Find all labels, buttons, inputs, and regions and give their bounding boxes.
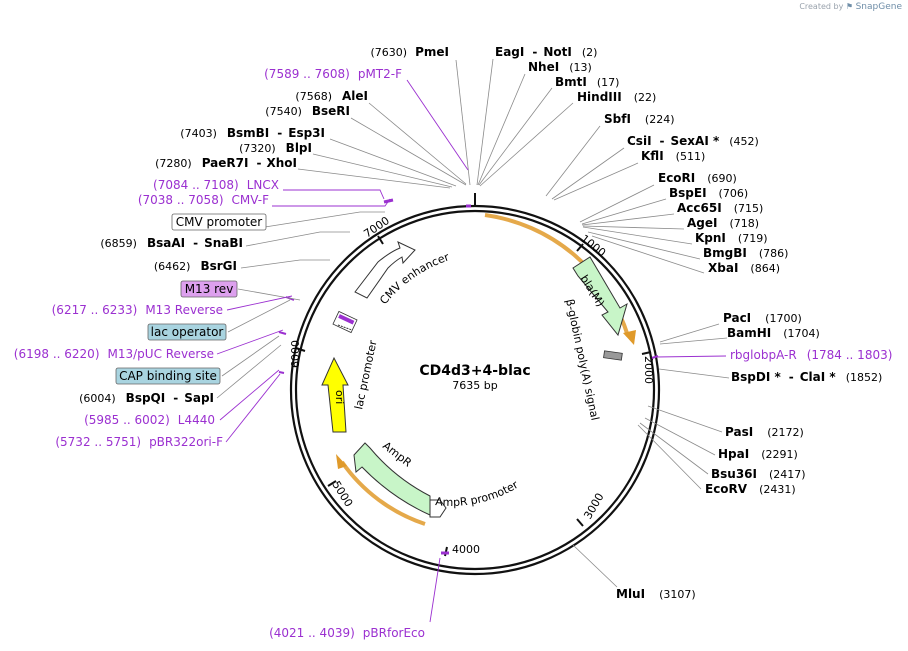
ampr-orf-arc	[340, 460, 426, 526]
site-csii-sexai[interactable]: CsiI-SexAI *(452)	[627, 134, 759, 148]
primer-pbrforeco[interactable]: (4021 .. 4039)pBRforEco	[269, 626, 425, 640]
site-eagi-noti[interactable]: EagI-NotI(2)	[495, 45, 597, 59]
plasmid-backbone	[289, 193, 661, 576]
site-bspei[interactable]: BspEI(706)	[669, 186, 748, 200]
site-ecori[interactable]: EcoRI(690)	[658, 171, 737, 185]
site-bmgbi[interactable]: BmgBI(786)	[703, 246, 788, 260]
watermark-prefix: Created by	[799, 2, 844, 11]
feature-label-ampr-promoter: AmpR promoter	[435, 478, 521, 509]
primer-m13-puc-reverse[interactable]: (6198 .. 6220)M13/pUC Reverse	[14, 347, 214, 361]
site-bsaai-snabi[interactable]: (6859)BsaAI-SnaBI	[100, 236, 243, 250]
site-pmei[interactable]: (7630)PmeI	[371, 45, 449, 59]
feature-label-ori: ori	[333, 390, 346, 404]
plasmid-name: CD4d3+4-blac	[419, 363, 530, 379]
primer-cmv-f[interactable]: (7038 .. 7058)CMV-F	[138, 193, 269, 207]
tick-label-7000: 7000	[361, 214, 391, 240]
feature-ori[interactable]: ori	[321, 356, 349, 433]
feature-box-m13-rev[interactable]: M13 rev	[180, 280, 238, 298]
site-hindiii[interactable]: HindIII(22)	[577, 90, 656, 104]
feature-cmv-enhancer[interactable]	[354, 241, 416, 299]
site-agei[interactable]: AgeI(718)	[687, 216, 759, 230]
site-hpai[interactable]: HpaI(2291)	[718, 447, 798, 461]
feature-box-cap-binding-site-label: CAP binding site	[119, 369, 217, 383]
bla-orf-arrow	[623, 330, 636, 345]
site-mlui[interactable]: MluI(3107)	[616, 587, 696, 601]
primer-lncx[interactable]: (7084 .. 7108)LNCX	[153, 178, 279, 192]
feature-lac-promoter-region[interactable]	[332, 310, 358, 334]
primer-pmt2-f[interactable]: (7589 .. 7608)pMT2-F	[264, 67, 402, 81]
feature-ampr-promoter[interactable]	[429, 499, 447, 518]
feature-globin-polya[interactable]	[603, 350, 623, 361]
site-xbai[interactable]: XbaI(864)	[708, 261, 780, 275]
primer-rbglobpa-r[interactable]: rbglobpA-R(1784 .. 1803)	[730, 348, 892, 362]
site-kfli[interactable]: KflI(511)	[641, 149, 705, 163]
site-pasi[interactable]: PasI(2172)	[725, 425, 804, 439]
feature-bla[interactable]: bla(M)	[572, 256, 628, 337]
site-bamhi[interactable]: BamHI(1704)	[727, 326, 820, 340]
site-bsrgi[interactable]: (6462)BsrGI	[154, 259, 237, 273]
site-bspqi-sapi[interactable]: (6004)BspQI-SapI	[79, 391, 214, 405]
snapgene-watermark: Created by ⚑ SnapGene	[799, 2, 902, 12]
tick-label-4000: 4000	[452, 543, 480, 556]
feature-box-cmv-promoter[interactable]: CMV promoter	[171, 213, 267, 231]
ampr-orf-arrow	[336, 454, 347, 469]
site-acc65i[interactable]: Acc65I(715)	[677, 201, 763, 215]
feature-box-lac-operator-label: lac operator	[151, 325, 224, 339]
site-ecorv[interactable]: EcoRV(2431)	[705, 482, 796, 496]
site-blpi[interactable]: (7320)BlpI	[239, 141, 312, 155]
site-bsu36i[interactable]: Bsu36I(2417)	[711, 467, 806, 481]
feature-box-cap-binding-site[interactable]: CAP binding site	[115, 367, 221, 385]
site-kpni[interactable]: KpnI(719)	[695, 231, 768, 245]
site-bmti[interactable]: BmtI(17)	[555, 75, 619, 89]
feature-ampr[interactable]: AmpR	[353, 439, 431, 516]
watermark-brand: SnapGene	[855, 2, 902, 12]
site-paci[interactable]: PacI(1700)	[723, 311, 802, 325]
tick-label-2000: 2000	[642, 356, 655, 384]
feature-label-lac-promoter: lac promoter	[352, 339, 379, 411]
site-paer7i-xhoi[interactable]: (7280)PaeR7I-XhoI	[155, 156, 297, 170]
site-nhei[interactable]: NheI(13)	[528, 60, 592, 74]
site-bsmbi-esp3i[interactable]: (7403)BsmBI-Esp3I	[180, 126, 325, 140]
site-bspdi-clai[interactable]: BspDI *-ClaI *(1852)	[731, 370, 882, 384]
feature-box-lac-operator[interactable]: lac operator	[147, 323, 227, 341]
plasmid-length: 7635 bp	[452, 379, 497, 392]
snapgene-logo-icon: ⚑	[845, 2, 854, 11]
tick-label-5000: 5000	[329, 479, 355, 510]
feature-box-cmv-promoter-label: CMV promoter	[176, 215, 263, 229]
tick-label-6000: 6000	[289, 340, 302, 368]
feature-box-m13-rev-label: M13 rev	[185, 282, 234, 296]
leader-lines	[216, 58, 730, 623]
primer-l4440[interactable]: (5985 .. 6002)L4440	[84, 413, 215, 427]
primer-m13-reverse[interactable]: (6217 .. 6233)M13 Reverse	[52, 303, 223, 317]
site-bseri[interactable]: (7540)BseRI	[265, 104, 350, 118]
site-sbfi[interactable]: SbfI(224)	[604, 112, 675, 126]
primer-pbr322ori-f[interactable]: (5732 .. 5751)pBR322ori-F	[55, 435, 223, 449]
feature-label-globin: β-globin poly(A) signal	[563, 298, 601, 422]
site-alei[interactable]: (7568)AleI	[295, 89, 368, 103]
